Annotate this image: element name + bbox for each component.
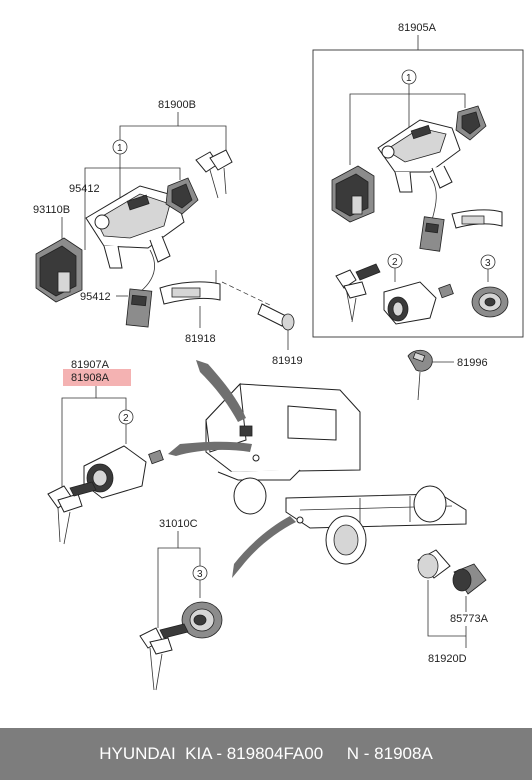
arrow-to-fuel-cap <box>232 516 296 578</box>
ignition-lock-assembly-main <box>85 185 185 269</box>
footer-brand-code: HYUNDAI KIA - 819804FA00 <box>99 744 324 763</box>
parts-diagram: 81905A 1 2 3 <box>33 22 524 691</box>
fuel-cap-box <box>471 286 509 318</box>
solenoid-housing-main <box>35 237 83 303</box>
callout-3-box-num: 3 <box>485 258 491 269</box>
callout-2-box-num: 2 <box>392 257 398 268</box>
label-81907A: 81907A <box>71 359 110 371</box>
label-93110B: 93110B <box>33 204 70 216</box>
label-95412-top: 95412 <box>69 183 100 195</box>
label-81900B: 81900B <box>158 99 196 111</box>
keys-bottom <box>139 623 189 691</box>
bracket-main <box>159 270 221 305</box>
label-81919: 81919 <box>272 355 303 367</box>
bracket-box <box>451 209 503 229</box>
label-85773A: 85773A <box>450 613 489 625</box>
keys-box <box>335 263 381 323</box>
connector-box <box>419 216 445 252</box>
solenoid-housing-box <box>331 165 375 223</box>
footer-spacer <box>323 744 347 764</box>
shear-bolt <box>257 303 295 331</box>
ignition-cap-box <box>455 105 487 141</box>
label-81920D: 81920D <box>428 653 467 665</box>
door-lock-cylinder-left <box>83 445 164 499</box>
ignition-cap-main <box>165 177 199 215</box>
fuel-cap-main <box>181 601 223 639</box>
callout-2-left-num: 2 <box>123 413 129 424</box>
lock-cylinder-small-2 <box>452 563 487 595</box>
label-31010C: 31010C <box>159 518 198 530</box>
arrow-to-ignition <box>196 360 246 422</box>
callout-1-main-num: 1 <box>117 143 123 154</box>
callout-1-box-num: 1 <box>406 73 412 84</box>
label-81996: 81996 <box>457 357 488 369</box>
ignition-lock-assembly-box <box>377 119 461 193</box>
keys-main <box>195 149 233 199</box>
keys-left <box>47 481 97 545</box>
highlight-81908A <box>63 369 131 386</box>
door-lock-cylinder-box <box>383 281 454 325</box>
callout-3-left-num: 3 <box>197 569 203 580</box>
blank-key-81996 <box>407 349 433 401</box>
label-81908A: 81908A <box>71 372 110 384</box>
truck-illustration <box>205 382 467 565</box>
label-95412-bottom: 95412 <box>80 291 111 303</box>
label-81905A: 81905A <box>398 22 437 34</box>
label-81918: 81918 <box>185 333 216 345</box>
footer-bar: HYUNDAI KIA - 819804FA00 N - 81908A <box>0 728 532 780</box>
connector-main <box>125 288 153 328</box>
lock-cylinder-small-1 <box>417 549 451 579</box>
footer-part-number: N - 81908A <box>346 744 433 763</box>
arrow-to-door-lock <box>168 441 252 456</box>
